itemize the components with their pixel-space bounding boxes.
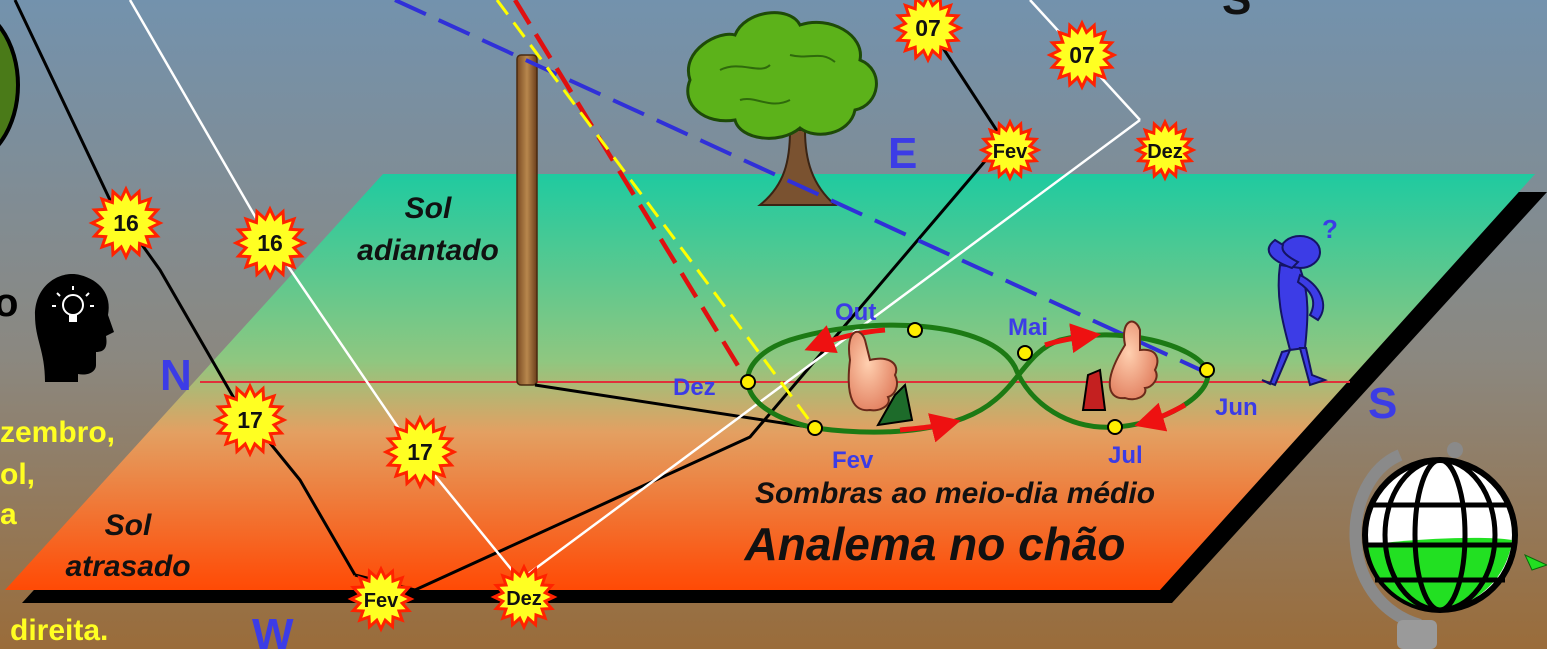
starburst-07-b-shape (1046, 19, 1118, 91)
shadows-caption: Sombras ao meio-dia médio (755, 477, 1155, 510)
partial-letter-left: o (0, 281, 18, 325)
gnomon-pole (516, 54, 538, 386)
starburst-16-a-label: 16 (113, 210, 139, 236)
month-markers (740, 322, 1215, 436)
starburst-17-a: 17 (212, 382, 288, 458)
starburst-07-b-label: 07 (1069, 42, 1095, 68)
starburst-07-a-shape (892, 0, 964, 64)
month-label-mai: Mai (1008, 314, 1048, 341)
month-label-jul: Jul (1108, 442, 1143, 469)
starburst-fev-top-shape (978, 118, 1042, 182)
left-text-1: zembro, (0, 416, 115, 449)
starburst-17-a-shape (212, 382, 288, 458)
starburst-16-a-shape (88, 185, 164, 261)
partial-letter-top: S (1222, 0, 1251, 24)
left-text-2: ol, (0, 458, 35, 491)
starburst-fev-bottom: Fev (347, 565, 415, 633)
starburst-17-b-label: 17 (407, 439, 433, 465)
sun-ray-blue (394, 0, 1206, 374)
month-label-fev: Fev (832, 447, 874, 474)
starburst-16-b-label: 16 (257, 230, 283, 256)
cardinal-east: E (888, 129, 917, 178)
left-text-4: direita. (10, 614, 108, 647)
starburst-07-a-label: 07 (915, 15, 941, 41)
head-lightbulb-icon (35, 274, 114, 382)
starburst-dez-top: Dez (1133, 118, 1197, 182)
thumbs-up-icon-2 (1081, 320, 1159, 411)
cardinal-west: W (252, 610, 294, 649)
month-label-dez: Dez (673, 374, 716, 401)
starburst-07-b: 07 (1046, 19, 1118, 91)
diagram-title: Analema no chão (744, 518, 1126, 570)
sun-behind-label-2: atrasado (65, 550, 190, 583)
starburst-fev-top: Fev (978, 118, 1042, 182)
starburst-dez-bottom-shape (490, 563, 558, 631)
shadow-ray-red (513, 0, 750, 384)
sun-ahead-label-1: Sol (405, 192, 452, 225)
starburst-17-b-shape (382, 414, 458, 490)
question-mark: ? (1322, 214, 1338, 244)
left-text-3: a (0, 498, 17, 531)
starburst-17-b: 17 (382, 414, 458, 490)
starburst-fev-top-label: Fev (993, 141, 1028, 163)
starburst-dez-bottom-label: Dez (506, 588, 542, 610)
globe-icon (1349, 442, 1547, 649)
month-label-out: Out (835, 299, 876, 326)
thinking-person-icon (1261, 235, 1328, 387)
starburst-16-b-shape (232, 205, 308, 281)
shadow-ray-yellow (495, 0, 817, 429)
cardinal-south: S (1368, 379, 1397, 428)
direction-arrows (804, 323, 1187, 443)
starburst-fev-bottom-label: Fev (364, 590, 399, 612)
month-label-jun: Jun (1215, 394, 1258, 421)
partial-globe-edge (0, 23, 20, 147)
starburst-07-a: 07 (892, 0, 964, 64)
tree-icon (686, 11, 878, 206)
starburst-16-b: 16 (232, 205, 308, 281)
thumbs-up-icon (847, 330, 914, 427)
starburst-fev-bottom-shape (347, 565, 415, 633)
starburst-17-a-label: 17 (237, 407, 263, 433)
starburst-dez-top-shape (1133, 118, 1197, 182)
starburst-dez-top-label: Dez (1147, 141, 1183, 163)
starburst-16-a: 16 (88, 185, 164, 261)
sun-ahead-label-2: adiantado (357, 234, 499, 267)
starburst-dez-bottom: Dez (490, 563, 558, 631)
cardinal-north: N (160, 351, 192, 400)
sun-behind-label-1: Sol (105, 509, 152, 542)
